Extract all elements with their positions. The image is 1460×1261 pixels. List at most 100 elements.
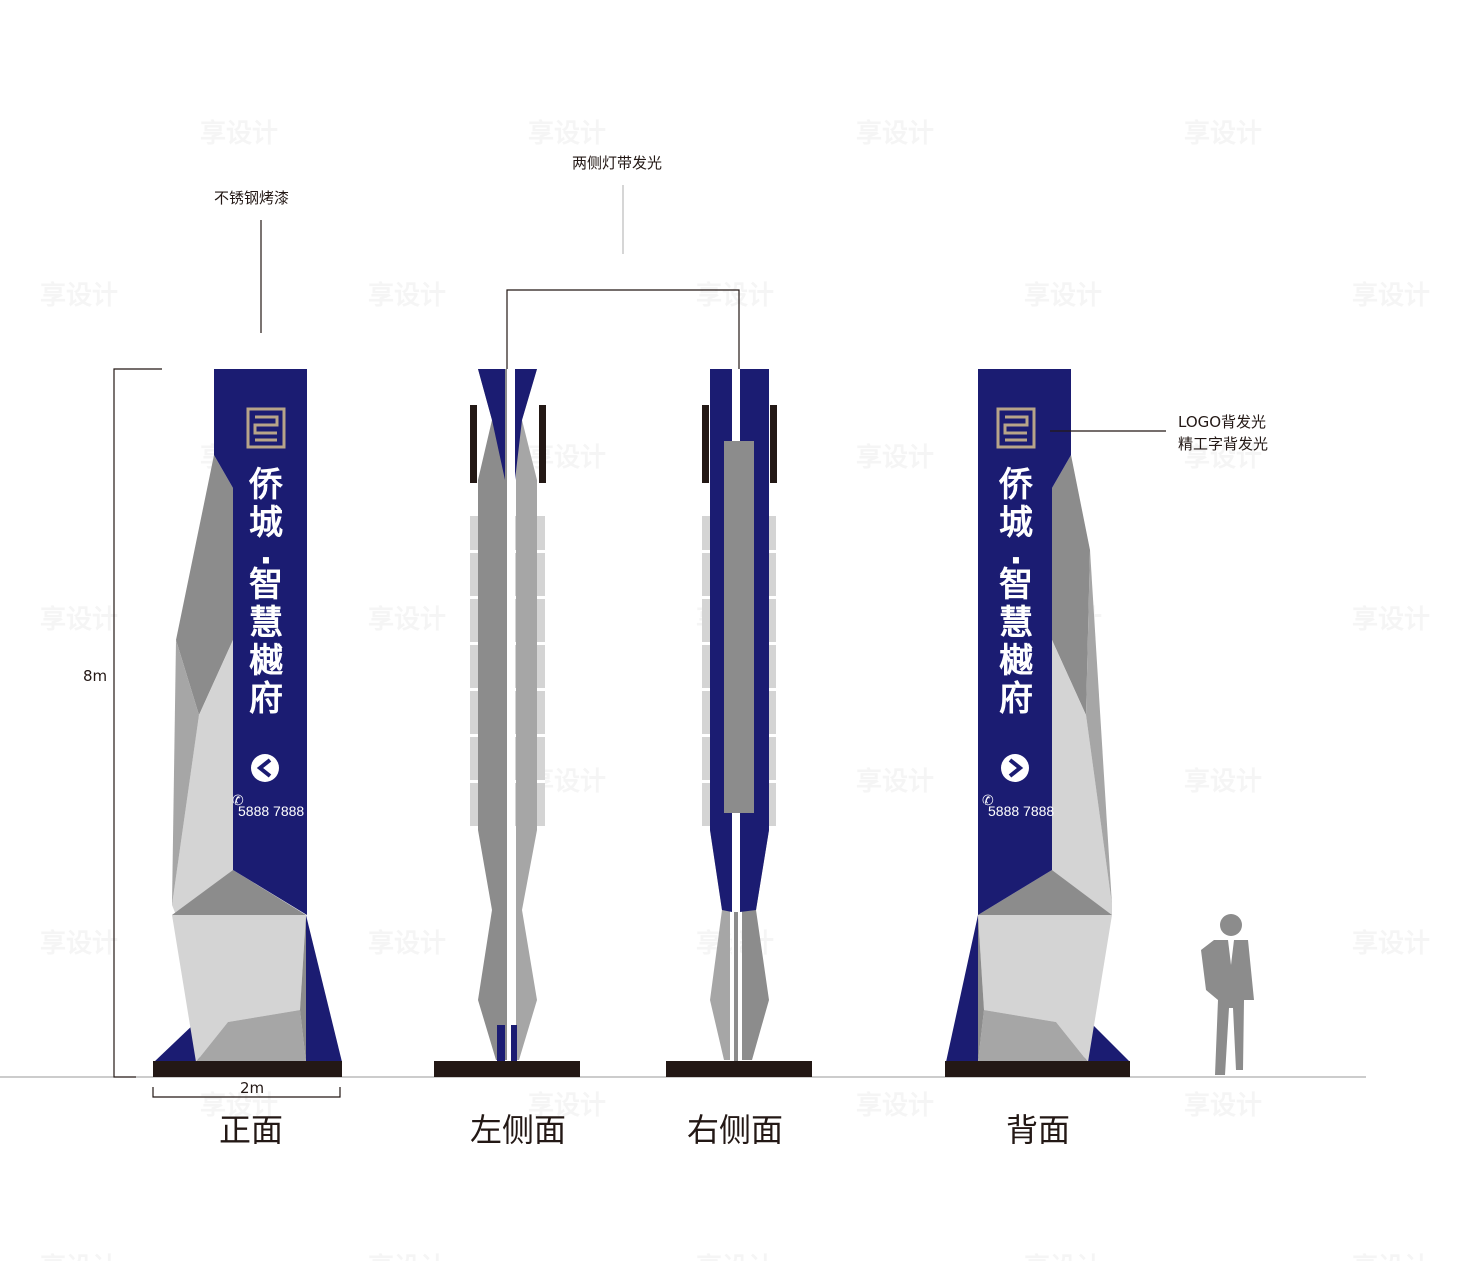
back-title-char: 智 [999, 565, 1033, 605]
watermark-text: 享设计 [1184, 1090, 1262, 1121]
caption-front: 正面 [219, 1111, 283, 1149]
right-light-panel [724, 441, 754, 813]
watermark-text: 享设计 [528, 118, 606, 149]
back-title-char: 樾 [999, 641, 1034, 681]
front-facet-2 [172, 640, 233, 915]
side-lights-note: 两侧灯带发光 [572, 154, 662, 172]
human-scale-figure [1201, 914, 1254, 1075]
back-facet-1 [1052, 455, 1090, 715]
back-facet-6 [978, 1010, 1088, 1062]
back-navy-panel [978, 369, 1071, 915]
front-lower-navy-left [154, 1022, 200, 1062]
back-facet-2 [1052, 640, 1112, 915]
watermark-text: 享设计 [1352, 280, 1430, 311]
height-dimension: 8m [83, 667, 107, 685]
back-facet-7 [978, 915, 984, 1062]
square-seal-logo-icon [996, 407, 1036, 449]
front-title-char: 侨 [248, 465, 283, 505]
front-title-char: 府 [249, 679, 283, 719]
left-light-bracket-r [539, 405, 546, 483]
watermark-text: 享设计 [40, 604, 118, 635]
phone-icon: ✆ [982, 792, 994, 808]
watermark-text: 享设计 [1352, 928, 1430, 959]
watermark-text: 享设计 [856, 766, 934, 797]
front-facet-6 [196, 1010, 306, 1062]
watermark-text: 享设计 [1184, 118, 1262, 149]
back-title-char: · [1010, 541, 1023, 581]
watermark-text: 享设计 [200, 118, 278, 149]
brand-circle-icon [1001, 754, 1029, 782]
back-title-char: 慧 [999, 603, 1033, 643]
front-phone: 5888 7888 [238, 803, 304, 819]
square-seal-logo-icon [246, 407, 286, 449]
back-lower-navy-left [946, 915, 978, 1062]
watermark-text: 享设计 [368, 604, 446, 635]
back-phone: 5888 7888 [988, 803, 1054, 819]
logo-backlit-note: LOGO背发光 [1178, 413, 1266, 431]
front-facet-7 [300, 915, 306, 1062]
watermark-text: 享设计 [368, 1252, 446, 1261]
annotation-lines [113, 185, 1166, 1098]
watermark-text: 享设计 [856, 1090, 934, 1121]
back-facet-5 [978, 915, 1112, 1062]
left-center-strip [507, 369, 515, 1061]
brand-circle-icon [251, 754, 279, 782]
watermark-text: 享设计 [696, 1252, 774, 1261]
front-base [153, 1061, 342, 1077]
width-dimension: 2m [240, 1079, 264, 1097]
left-foot-navy-2 [511, 1025, 517, 1061]
watermark-text: 享设计 [40, 928, 118, 959]
back-facet-4 [978, 870, 1112, 915]
front-title-char: 智 [249, 565, 283, 605]
left-top-navy-l [478, 369, 505, 480]
front-facet-4 [172, 870, 306, 915]
back-base [945, 1061, 1130, 1077]
watermark-text: 享设计 [40, 1252, 118, 1261]
front-navy-panel [214, 369, 307, 915]
front-facet-1 [176, 455, 233, 715]
lettering-backlit-note: 精工字背发光 [1178, 435, 1268, 453]
watermark-text: 享设计 [368, 280, 446, 311]
watermark-text: 享设计 [856, 118, 934, 149]
left-foot-navy [497, 1025, 505, 1061]
watermark-text: 享设计 [1352, 604, 1430, 635]
back-facet-3 [1086, 550, 1112, 905]
front-title-char: 城 [249, 503, 283, 543]
left-top-navy-r [515, 369, 537, 480]
left-body-right [516, 369, 537, 1060]
watermark-text: 享设计 [856, 442, 934, 473]
caption-right: 右侧面 [687, 1111, 783, 1149]
front-facet-5 [172, 915, 306, 1062]
material-note: 不锈钢烤漆 [214, 189, 289, 207]
left-light-bracket-l [470, 405, 477, 483]
front-lower-navy-right [306, 915, 342, 1062]
watermark-text: 享设计 [696, 280, 774, 311]
right-base [666, 1061, 812, 1077]
right-center-rod [734, 912, 738, 1062]
watermark-text: 享设计 [1352, 1252, 1430, 1261]
back-title-char: 侨 [998, 465, 1033, 505]
right-side-view [666, 369, 812, 1077]
watermark-text: 享设计 [368, 928, 446, 959]
left-side-view [434, 369, 580, 1077]
watermark-text: 享设计 [1024, 280, 1102, 311]
watermark-text: 享设计 [1184, 766, 1262, 797]
right-light-bracket-l [702, 405, 709, 483]
right-light-bracket-r [770, 405, 777, 483]
caption-back: 背面 [1006, 1111, 1070, 1149]
back-lower-navy-right [1084, 1022, 1130, 1062]
front-title-char: 慧 [249, 603, 283, 643]
front-title-char: 樾 [249, 641, 284, 681]
caption-left: 左侧面 [470, 1111, 566, 1149]
front-facet-3 [172, 640, 199, 905]
left-base [434, 1061, 580, 1077]
front-title-char: · [260, 541, 273, 581]
watermark-text: 享设计 [1024, 1252, 1102, 1261]
left-body-left [478, 369, 508, 1060]
phone-icon: ✆ [232, 792, 244, 808]
